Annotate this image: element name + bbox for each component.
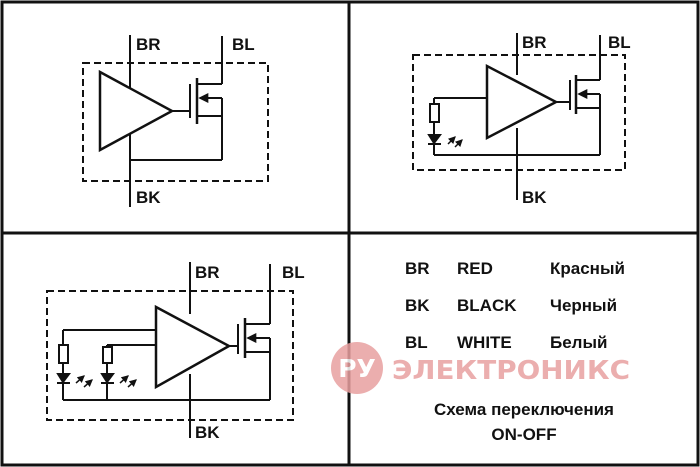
led-diode bbox=[427, 134, 442, 145]
watermark-badge: РУ bbox=[338, 354, 376, 383]
label-bk: BK bbox=[522, 188, 547, 207]
label-br: BR bbox=[136, 35, 161, 54]
amplifier-triangle bbox=[98, 69, 175, 153]
label-bl: BL bbox=[232, 35, 255, 54]
label-bl: BL bbox=[282, 263, 305, 282]
panel-one-led-circuit bbox=[412, 33, 626, 200]
legend-caption-line2: ON-OFF bbox=[491, 425, 556, 444]
legend-color-ru-black: Черный bbox=[550, 296, 617, 315]
resistor bbox=[58, 344, 69, 364]
panel-two-led-circuit bbox=[46, 262, 294, 438]
amplifier-triangle bbox=[154, 304, 232, 390]
watermark: РУ ЭЛЕКТРОНИКС bbox=[331, 342, 630, 394]
legend-color-en-white: WHITE bbox=[457, 333, 512, 352]
label-bl: BL bbox=[608, 33, 631, 52]
legend-color-ru-white: Белый bbox=[550, 333, 607, 352]
label-bk: BK bbox=[136, 188, 161, 207]
legend-color-ru-red: Красный bbox=[550, 259, 625, 278]
sensor-housing-dashed bbox=[46, 290, 294, 421]
led-diode bbox=[56, 373, 71, 384]
resistor bbox=[102, 346, 113, 364]
panel-basic-circuit bbox=[82, 35, 269, 207]
label-br: BR bbox=[195, 263, 220, 282]
watermark-text: ЭЛЕКТРОНИКС bbox=[392, 356, 630, 386]
sensor-housing-dashed bbox=[82, 62, 269, 182]
legend-color-en-red: RED bbox=[457, 259, 493, 278]
legend-color-en-black: BLACK bbox=[457, 296, 517, 315]
legend-code-bk: BK bbox=[405, 296, 430, 315]
legend-code-bl: BL bbox=[405, 333, 428, 352]
led-diode bbox=[100, 373, 115, 384]
legend-code-br: BR bbox=[405, 259, 430, 278]
watermark-badge-circle bbox=[331, 342, 383, 394]
sensor-housing-dashed bbox=[412, 54, 626, 171]
legend-caption-line1: Схема переключения bbox=[434, 400, 614, 419]
resistor bbox=[429, 103, 440, 123]
label-br: BR bbox=[522, 33, 547, 52]
amplifier-triangle bbox=[485, 63, 559, 141]
color-legend: BR RED Красный BK BLACK Черный BL WHITE … bbox=[405, 259, 625, 444]
label-bk: BK bbox=[195, 423, 220, 442]
